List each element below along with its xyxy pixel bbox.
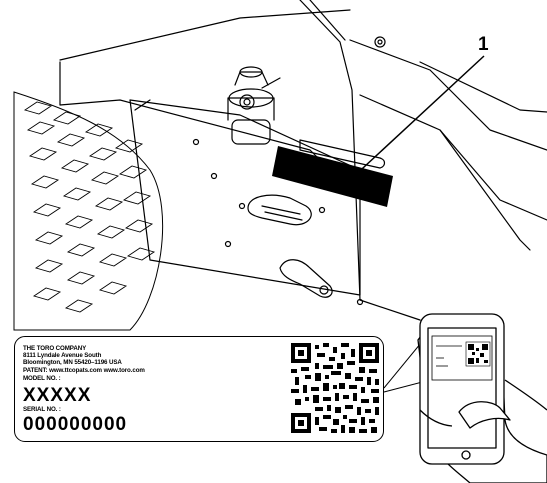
slot-opening [247,194,312,226]
hex-bolt [227,66,281,145]
decal-company: THE TORO COMPANY [23,345,87,352]
mount-plate [129,99,361,296]
frame-rail-inner [309,0,346,41]
tire-tread [13,91,164,331]
callout-leader [349,55,485,181]
decal-model-value: XXXXX [23,385,92,406]
decal-address-2: Bloomington, MN 55420–1196 USA [23,359,122,366]
plate-hole [192,138,200,146]
frame-lower-right [359,299,421,321]
decal-serial-label: SERIAL NO. : [23,406,61,413]
decal-frame [299,139,386,169]
bolt-hole [374,36,386,48]
decal-address-1: 8111 Lyndale Avenue South [23,352,102,359]
chassis-top-edge [59,9,351,61]
frame-diagonal [439,129,531,251]
hand-holding-phone [417,313,547,483]
phone-qr-code [465,341,491,367]
frame-right [349,39,547,151]
serial-number-decal: THE TORO COMPANY 8111 Lyndale Avenue Sou… [14,336,384,442]
decal-model-label: MODEL NO. : [23,375,61,382]
phone-screen-content [431,335,493,381]
frame-right-panel [419,61,547,113]
decal-patent: PATENT: www.ttcopats.com www.toro.com [23,367,145,374]
decal-qr-code [291,343,379,433]
decal-serial-value: 000000000 [23,414,128,435]
frame-right-lower [359,94,547,221]
serial-decal-location [272,146,393,207]
key-lever [279,259,333,298]
callout-number: 1 [478,34,489,55]
